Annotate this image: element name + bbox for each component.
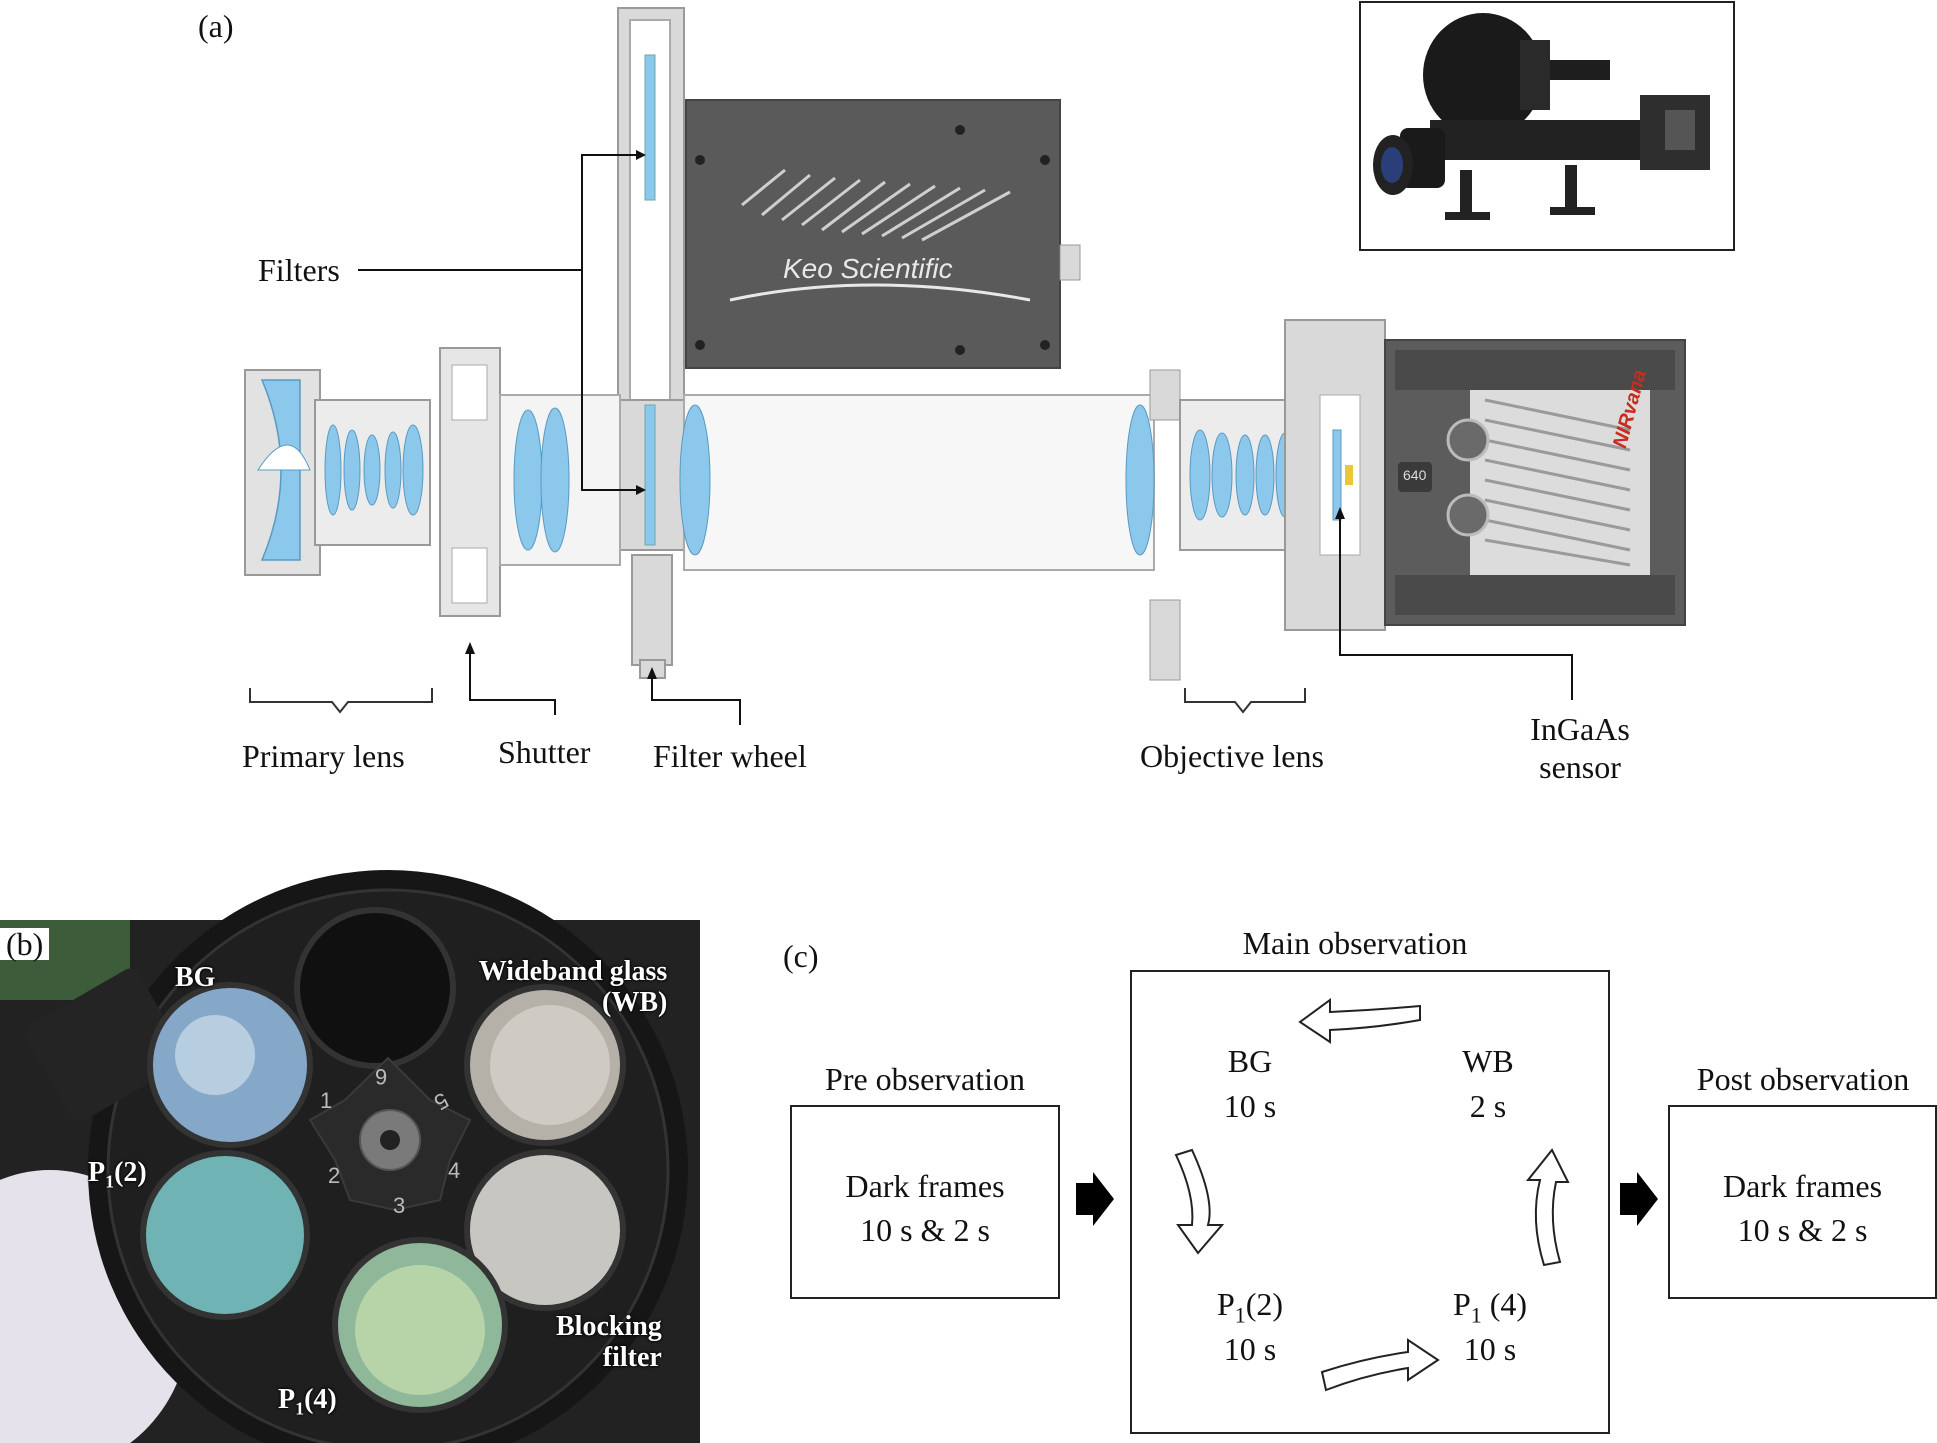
- pre-observation-title: Pre observation: [825, 1061, 1025, 1097]
- post-observation-title: Post observation: [1696, 1061, 1910, 1097]
- filters-arrow-bottom: [636, 485, 646, 495]
- primary-lens-label: Primary lens: [242, 738, 405, 774]
- post-observation-box: Dark frames 10 s & 2 s: [1668, 1105, 1937, 1299]
- main-p1-4-sub: 1: [1470, 1302, 1482, 1328]
- filter-wheel-label: Filter wheel: [653, 738, 807, 774]
- cycle-arrow-p4-to-wb: [1525, 1148, 1570, 1267]
- shutter-assembly: [439, 347, 621, 617]
- p1-4-filter-p: P: [278, 1384, 296, 1415]
- keo-brand-text: Keo Scientific: [783, 253, 953, 284]
- main-bg-time: 10 s: [1223, 1088, 1277, 1124]
- panel-label-c: (c): [783, 938, 819, 974]
- cycle-arrow-wb-to-bg: [1298, 998, 1421, 1044]
- slot-number-1: 1: [320, 1088, 333, 1113]
- nirvana-model-text: 640: [1403, 467, 1427, 483]
- slot-number-3: 3: [393, 1193, 406, 1218]
- main-p1-2-time: 10 s: [1223, 1331, 1277, 1367]
- camera-photo-inset: [1359, 1, 1735, 251]
- main-tube: [679, 369, 1181, 681]
- filters-label: Filters: [258, 252, 340, 288]
- ingaas-sensor-line2: sensor: [1539, 749, 1621, 786]
- shutter-label: Shutter: [498, 734, 591, 770]
- wideband-glass-label: Wideband glass (WB): [452, 956, 668, 1019]
- objective-lens-brace: [1184, 688, 1306, 714]
- post-dark-times: 10 s & 2 s: [1737, 1212, 1868, 1248]
- filter-wheel-callout: [651, 675, 741, 725]
- ingaas-sensor-line1: InGaAs: [1530, 711, 1630, 747]
- main-p1-4-p: P: [1452, 1286, 1471, 1322]
- filters-callout: [358, 154, 640, 491]
- primary-lens-brace: [249, 688, 433, 714]
- main-bg-name: BG: [1227, 1043, 1273, 1079]
- nirvana-camera-body: [1384, 339, 1686, 626]
- ingaas-sensor-label: InGaAs sensor: [1510, 710, 1650, 787]
- main-p1-2-name: P1(2): [1190, 1288, 1310, 1326]
- keo-filter-wheel-box: [685, 99, 1081, 369]
- bg-filter-label: BG: [175, 962, 216, 993]
- wideband-glass-line1: Wideband glass: [478, 956, 668, 987]
- p1-4-filter-sub: 1: [295, 1398, 305, 1419]
- main-wb-name: WB: [1462, 1043, 1514, 1079]
- blocking-filter-label: Blocking filter: [556, 1311, 662, 1374]
- post-dark-frames: Dark frames: [1722, 1168, 1883, 1204]
- p1-2-filter-p: P: [88, 1157, 106, 1188]
- filter-wheel-housing: [617, 7, 685, 679]
- p1-2-filter-sub: 1: [105, 1171, 115, 1192]
- filter-wheel-arrow: [647, 667, 657, 679]
- blocking-filter-line2: filter: [602, 1341, 662, 1373]
- pre-dark-times: 10 s & 2 s: [860, 1212, 990, 1248]
- pre-dark-frames: Dark frames: [845, 1168, 1005, 1204]
- main-p1-4-name: P1 (4): [1420, 1288, 1560, 1326]
- main-to-post-arrow: [1620, 1172, 1658, 1226]
- blocking-filter-line1: Blocking: [556, 1311, 662, 1342]
- objective-lens-label: Objective lens: [1140, 738, 1324, 774]
- panel-label-b: (b): [0, 928, 50, 960]
- wideband-glass-line2: (WB): [602, 986, 668, 1018]
- cycle-arrow-p2-to-p4: [1320, 1338, 1440, 1392]
- primary-lens-assembly: [244, 369, 431, 576]
- pre-to-main-arrow: [1076, 1172, 1114, 1226]
- shutter-callout: [469, 650, 556, 715]
- p1-2-filter-label: P1(2): [88, 1157, 147, 1192]
- shutter-arrow: [465, 642, 475, 654]
- slot-number-4: 4: [448, 1158, 461, 1183]
- main-observation-title: Main observation: [1242, 925, 1468, 961]
- main-p1-4-rest: (4): [1481, 1286, 1528, 1322]
- pre-observation-box: Dark frames 10 s & 2 s: [790, 1105, 1060, 1299]
- p1-2-filter-rest: (2): [114, 1157, 147, 1188]
- main-p1-2-rest: (2): [1245, 1286, 1284, 1322]
- sensor-mount: [1284, 319, 1386, 631]
- sensor-callout: [1339, 515, 1573, 700]
- p1-4-filter-rest: (4): [304, 1384, 337, 1415]
- sensor-arrow: [1335, 507, 1345, 519]
- cycle-arrow-bg-to-p2: [1174, 1148, 1225, 1255]
- p1-4-filter-label: P1(4): [278, 1384, 337, 1419]
- main-p1-4-time: 10 s: [1463, 1331, 1517, 1367]
- main-p1-2-sub: 1: [1234, 1302, 1246, 1328]
- panel-label-a: (a): [198, 8, 234, 44]
- main-wb-time: 2 s: [1469, 1088, 1507, 1124]
- main-p1-2-p: P: [1216, 1286, 1235, 1322]
- main-observation-box: [1130, 970, 1610, 1434]
- slot-number-2: 2: [328, 1163, 341, 1188]
- filters-arrow-top: [636, 150, 646, 160]
